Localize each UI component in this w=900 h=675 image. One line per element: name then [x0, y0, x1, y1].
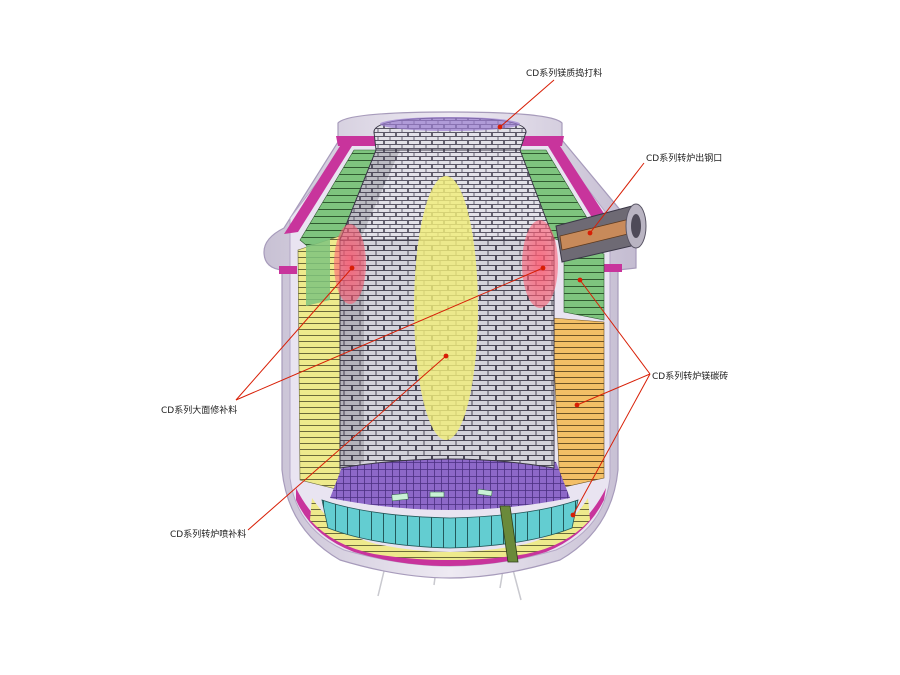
label-gunning-mix: CD系列转炉喷补料 — [170, 530, 247, 540]
leader-ramming — [499, 79, 555, 128]
leader-lines — [235, 79, 651, 531]
left-flange — [279, 266, 297, 274]
left-repair-zone — [334, 224, 366, 304]
right-flange — [604, 264, 622, 272]
leader-taphole — [589, 162, 645, 234]
mouth-top — [380, 117, 520, 131]
label-magnesia-carbon-brick: CD系列转炉镁碳砖 — [652, 372, 729, 382]
label-taphole: CD系列转炉出钢口 — [646, 154, 723, 164]
right-cone-band — [548, 146, 616, 234]
bottom-purple-floor — [330, 451, 570, 510]
yellow-gunning-zone — [414, 176, 478, 440]
bottom-tuyere — [499, 505, 519, 563]
label-repair-mix: CD系列大面修补料 — [161, 406, 238, 416]
leader-mgc-3 — [572, 373, 651, 516]
left-green-inner — [306, 238, 330, 306]
left-cone-band — [284, 146, 352, 234]
leader-mgc-2 — [576, 373, 651, 406]
cone-shade — [340, 150, 400, 240]
taphole-pipe — [555, 203, 647, 263]
leader-repair-1 — [235, 267, 353, 401]
leader-gun — [247, 355, 447, 531]
leader-dots — [349, 124, 593, 518]
floor-plates — [391, 488, 493, 502]
right-repair-zone — [522, 220, 558, 308]
leader-repair-2 — [235, 267, 544, 401]
label-magnesia-ramming-mix: CD系列镁质捣打料 — [526, 69, 603, 79]
leader-mgc-1 — [579, 279, 651, 375]
